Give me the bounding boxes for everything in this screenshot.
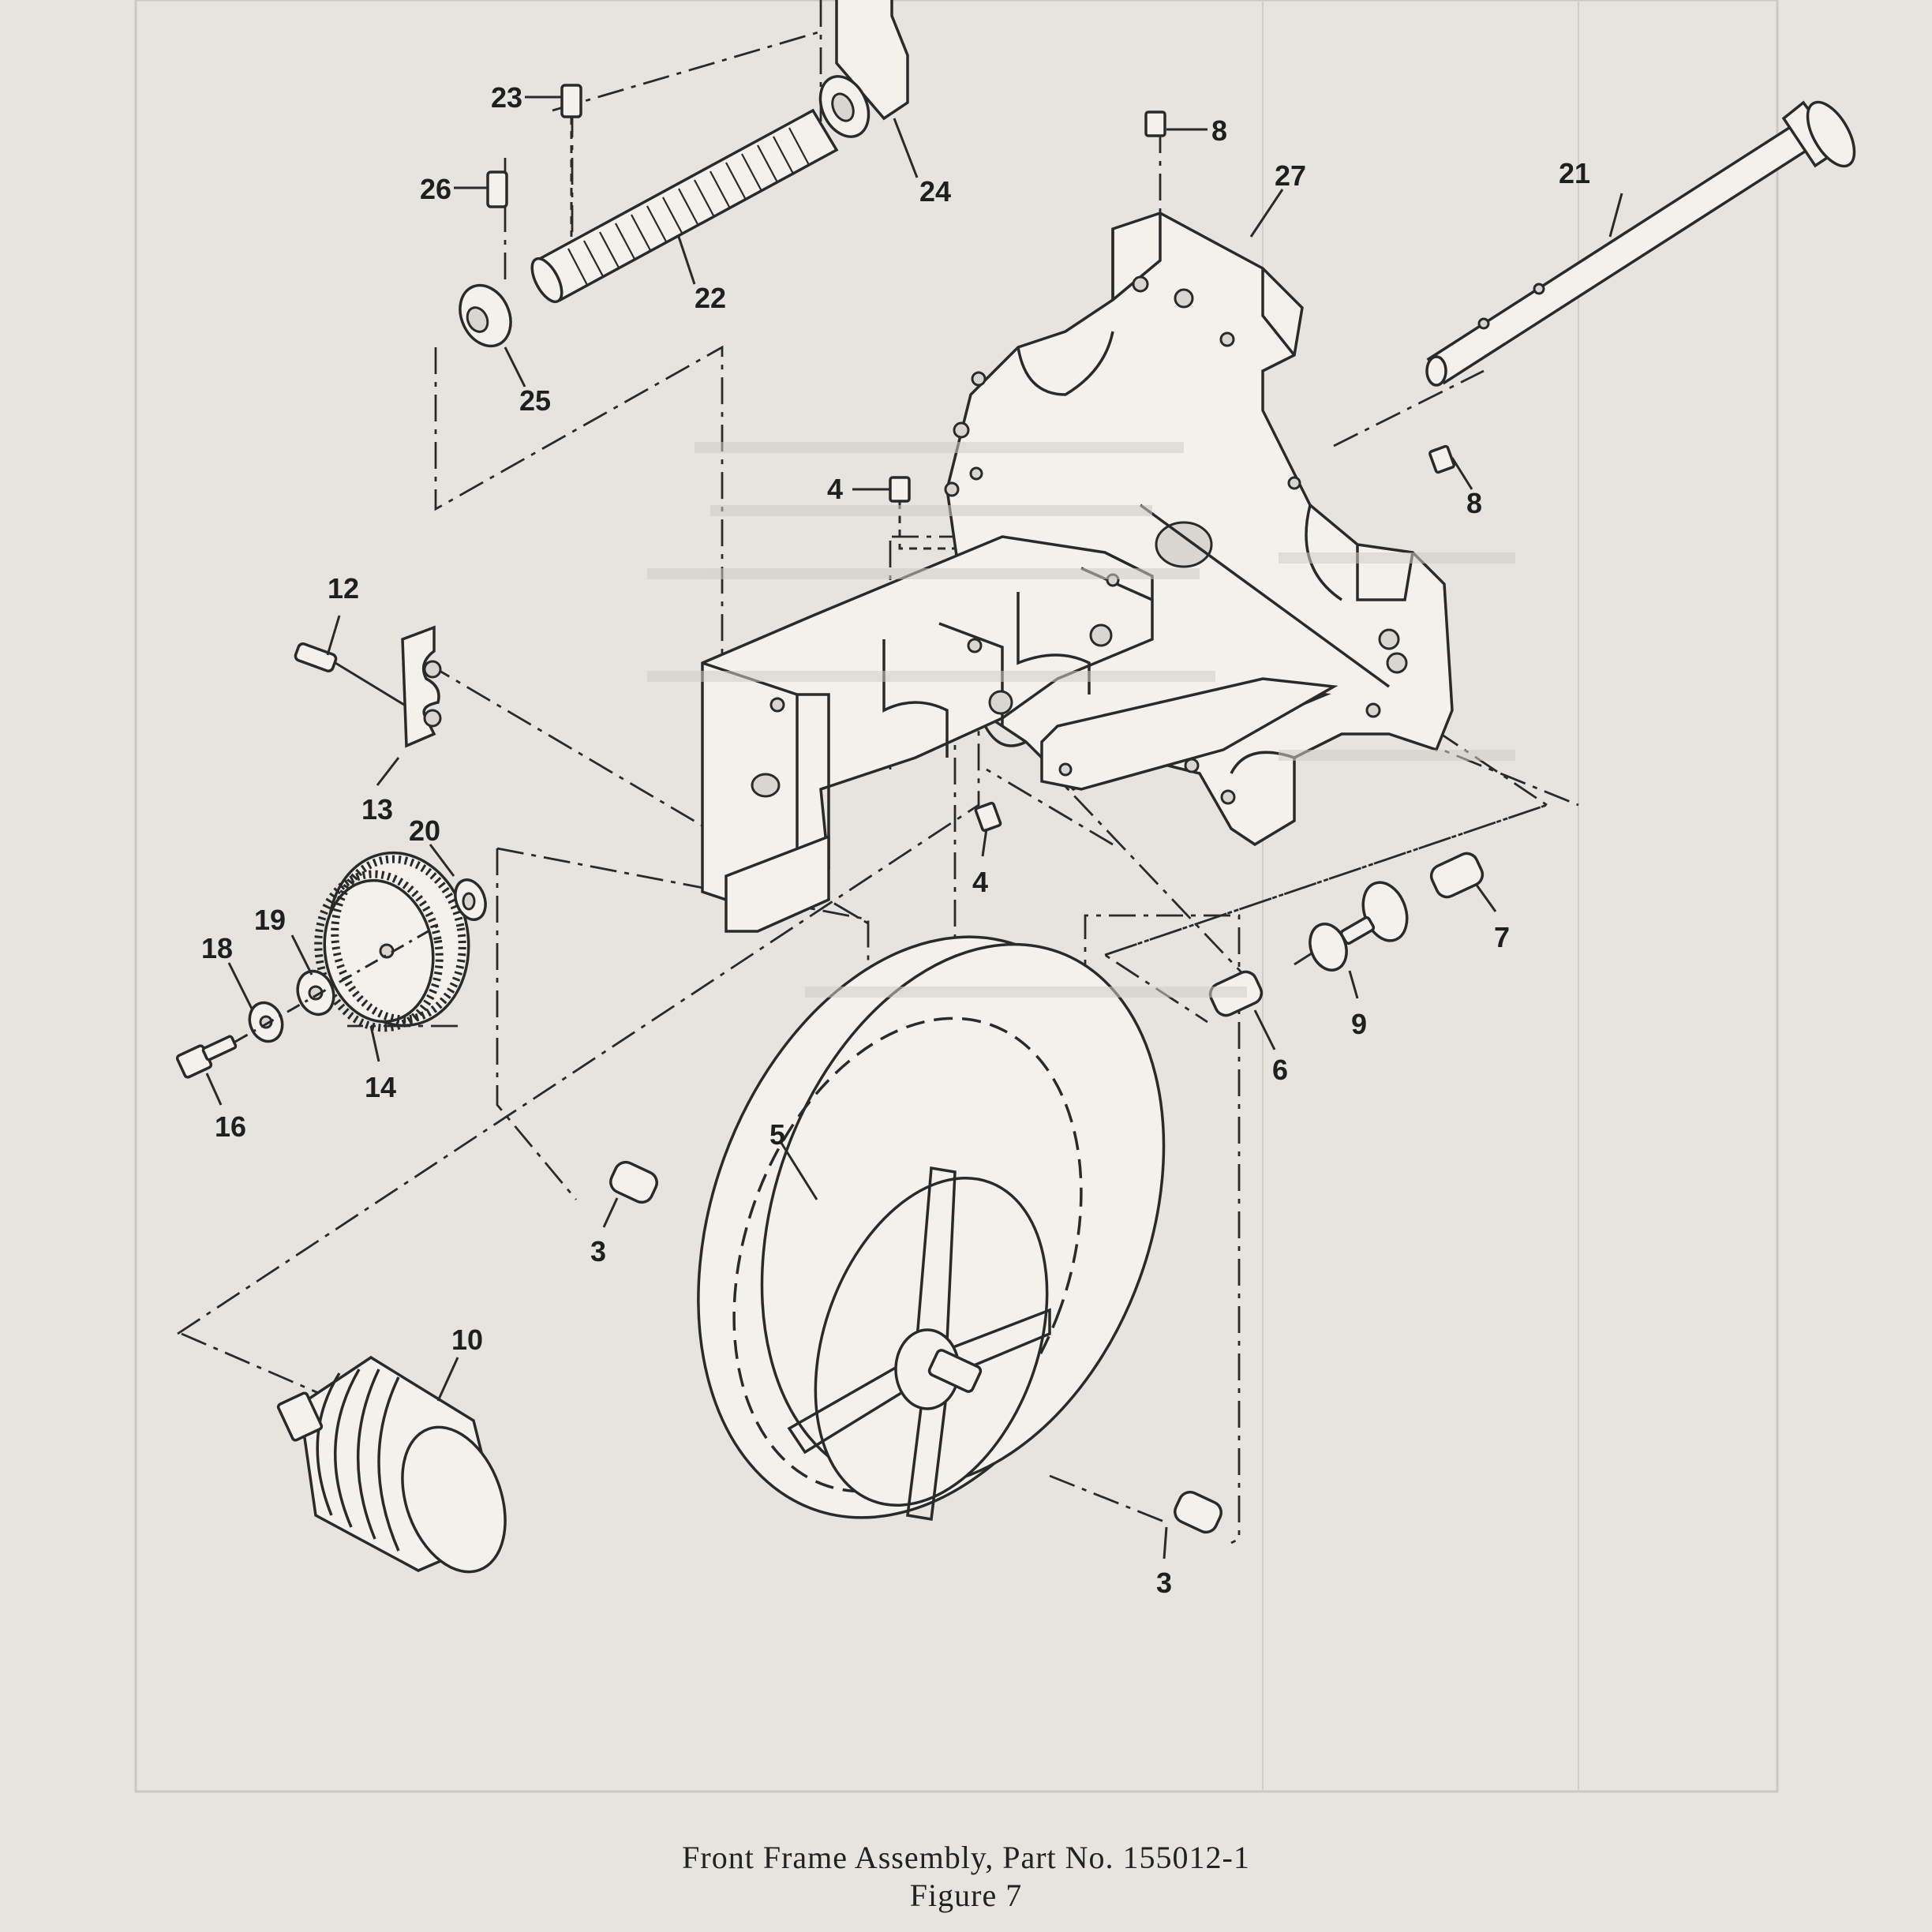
- part-9-gear: [1294, 881, 1409, 972]
- callout-14: 14: [365, 1071, 396, 1103]
- callout-24: 24: [919, 175, 951, 208]
- slide-block: [701, 535, 1339, 933]
- callout-27: 27: [1275, 159, 1306, 192]
- callout-22: 22: [695, 282, 726, 314]
- part-20-washer: [454, 878, 487, 921]
- part-14-gear: [314, 851, 470, 1032]
- part-22-spring: [530, 108, 839, 304]
- callout-5: 5: [769, 1118, 785, 1151]
- part-3-spacer-lower: [1174, 1490, 1222, 1534]
- part-4-set-screw-upper: [889, 476, 955, 550]
- callout-16: 16: [215, 1110, 246, 1143]
- part-24-nut-bracket: [818, 0, 909, 138]
- callout-23: 23: [491, 81, 522, 114]
- callout-8-right: 8: [1466, 487, 1482, 519]
- callout-4-upper: 4: [827, 473, 843, 505]
- part-3-spacer-upper: [609, 1160, 658, 1204]
- callout-25: 25: [519, 384, 551, 417]
- part-25-nut: [459, 283, 512, 348]
- figure-caption-title: Front Frame Assembly, Part No. 155012-1: [682, 1840, 1250, 1875]
- part-23-screw: [560, 84, 582, 237]
- figure-caption-number: Figure 7: [909, 1878, 1023, 1913]
- callout-12: 12: [328, 572, 359, 605]
- callout-20: 20: [409, 814, 440, 847]
- part-4-set-screw-lower: [974, 801, 1002, 833]
- part-7-spacer: [1429, 852, 1485, 899]
- callout-7: 7: [1494, 921, 1510, 953]
- callout-21: 21: [1559, 157, 1590, 189]
- callout-3-lower: 3: [1156, 1567, 1172, 1599]
- part-26-pin: [486, 170, 508, 208]
- callout-10: 10: [451, 1324, 483, 1356]
- part-10-motor: [276, 1355, 507, 1574]
- callout-19: 19: [254, 904, 286, 936]
- callout-3-upper: 3: [590, 1235, 606, 1267]
- part-13-plate: [401, 625, 442, 748]
- callout-26: 26: [420, 173, 451, 205]
- part-8-set-screw-top: [1144, 110, 1166, 137]
- callout-labels: 23 26 24 22 25 8 27 21 8 4 4 12 13 20 19…: [201, 81, 1590, 1599]
- callout-leaders: [205, 95, 1623, 1559]
- part-21-shaft: [1425, 100, 1856, 387]
- part-5-handwheel: [697, 935, 1166, 1522]
- callout-13: 13: [361, 793, 393, 826]
- bleed-through-text: [647, 442, 1515, 998]
- callout-18: 18: [201, 932, 233, 964]
- callout-4-lower: 4: [972, 866, 988, 898]
- callout-8-top: 8: [1211, 114, 1227, 147]
- part-16-shoulder-screw: [175, 922, 443, 1079]
- callout-6: 6: [1272, 1054, 1288, 1086]
- callout-9: 9: [1351, 1008, 1367, 1040]
- part-8-set-screw-right: [1428, 444, 1455, 474]
